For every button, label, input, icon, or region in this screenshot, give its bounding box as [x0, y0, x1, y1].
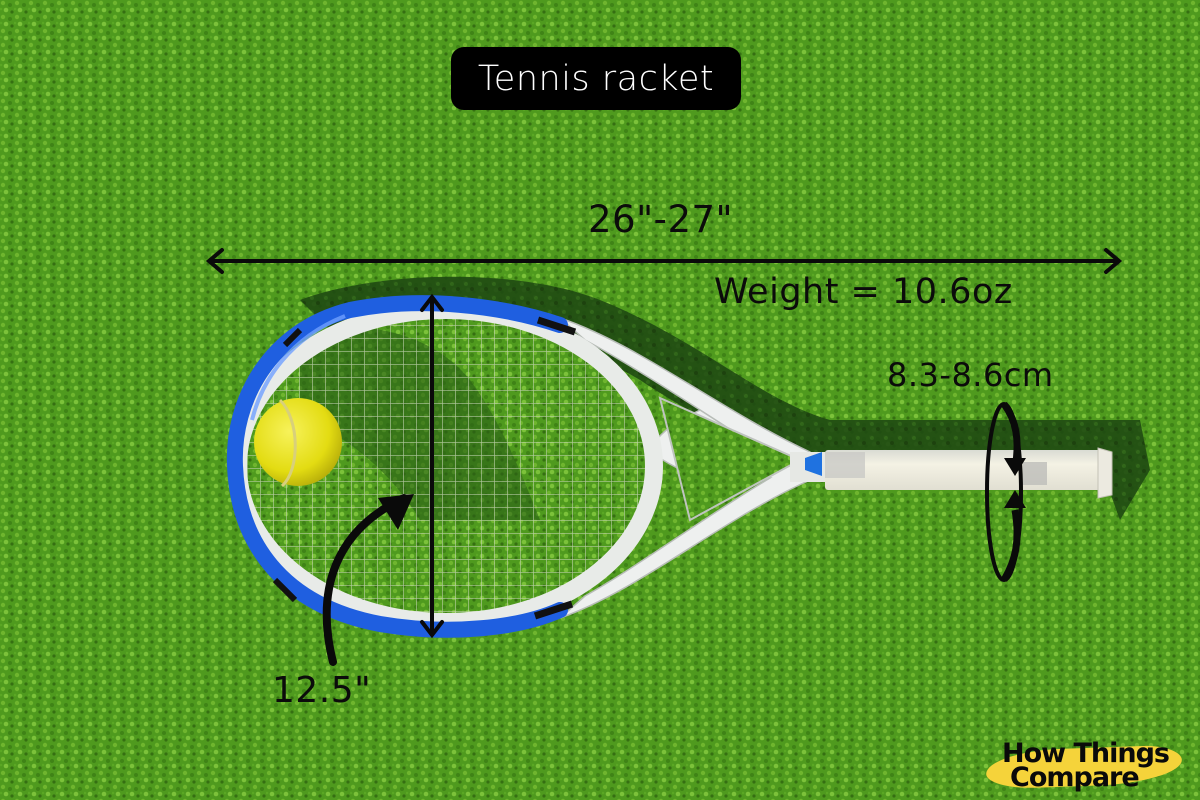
logo-line-1: How Things: [1002, 738, 1170, 769]
title-text: Tennis racket: [477, 58, 715, 99]
head-width-arrow: [420, 293, 444, 639]
butt-cap: [1097, 447, 1113, 499]
length-label: 26"-27": [588, 198, 734, 241]
racket-grip: [825, 450, 1107, 490]
grip-circumference-arrow: [985, 401, 1026, 582]
head-width-label: 12.5": [272, 670, 372, 711]
shaft-blue-accent: [805, 452, 822, 476]
grip-size-label: 8.3-8.6cm: [887, 356, 1054, 394]
curved-pointer-arrow: [322, 494, 414, 666]
tennis-ball: [254, 398, 342, 486]
title-label: Tennis racket: [451, 47, 741, 110]
throat-opening: [658, 396, 803, 522]
logo-line-2: Compare: [1010, 762, 1140, 793]
brand-logo: How Things Compare: [980, 738, 1192, 798]
weight-label: Weight = 10.6oz: [714, 272, 1013, 312]
length-arrow: [205, 248, 1123, 274]
